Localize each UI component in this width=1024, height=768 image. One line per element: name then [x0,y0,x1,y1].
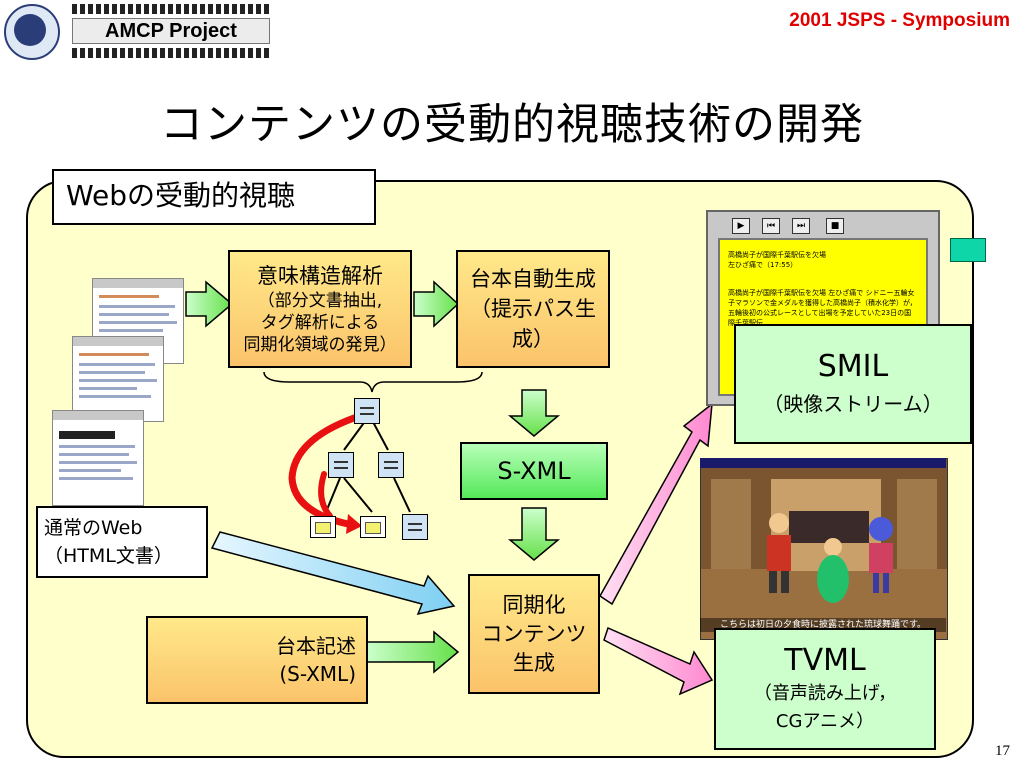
logo-emblem [14,14,46,46]
semantic-analysis-line3: 同期化領域の発見） [243,335,397,355]
banner-text: AMCP Project [72,18,270,44]
tree-node-left [328,452,354,478]
tree-node-right [378,452,404,478]
highlight-path [288,414,358,528]
logo [4,4,60,60]
rewind-icon[interactable]: ⏮ [762,218,780,234]
video-camera-icon [950,238,986,262]
script-generation-line1: 台本自動生成 [470,267,596,291]
web-page-thumbnail-2 [72,336,164,422]
screen-subline: 左ひざ痛で（17:55） [728,261,798,269]
semantic-analysis-box: 意味構造解析 （部分文書抽出, タグ解析による 同期化領域の発見） [228,250,412,368]
tvml-title: TVML [784,643,866,678]
arrow-generation-to-sxml [507,389,561,437]
tvml-scene-illustration [701,459,947,639]
grouping-brace [263,371,483,393]
tvml-scene [700,458,948,640]
script-description-box: 台本記述 (S-XML) [146,616,368,704]
sync-content-line1: 同期化 [502,592,566,617]
sxml-box: S-XML [460,442,608,500]
sync-content-line2: コンテンツ [481,621,587,646]
smil-box: SMIL （映像ストリーム） [734,324,972,444]
sync-content-line3: 生成 [513,650,555,675]
script-description-line1: 台本記述 [276,634,356,658]
tvml-line2: （音声読み上げ， [753,683,897,704]
normal-web-box: 通常のWeb （HTML文書） [36,506,208,578]
semantic-analysis-line1: （部分文書抽出, [257,291,383,311]
smil-title: SMIL [817,349,889,384]
forward-icon[interactable]: ⏭ [792,218,810,234]
slide-title: コンテンツの受動的視聴技術の開発 [160,100,864,150]
arrow-script-to-sync [365,630,460,674]
tvml-box: TVML （音声読み上げ， CGアニメ） [714,628,936,750]
arrow-sync-to-smil [599,402,713,606]
panel-label: Webの受動的視聴 [52,169,376,225]
scene-title-bar [700,458,946,468]
tvml-line3: CGアニメ） [775,711,875,732]
normal-web-line1: 通常のWeb [44,517,143,539]
arrow-analysis-to-generation [413,280,460,328]
arrow-pages-to-analysis [185,280,234,328]
sxml-label: S-XML [497,457,571,485]
tree-leaf-2 [360,516,386,538]
tree-leaf-1 [310,516,336,538]
sync-content-box: 同期化 コンテンツ 生成 [468,574,600,694]
web-page-thumbnail-3 [52,410,144,506]
screen-body: 高橋尚子が国際千葉駅伝を欠場 左ひざ痛で シドニー五輪女子マラソンで金メダルを獲… [728,289,917,327]
tree-leaf-3 [402,514,428,540]
semantic-analysis-line2: タグ解析による [260,313,380,333]
normal-web-line2: （HTML文書） [44,545,173,567]
play-icon[interactable]: ▶ [732,218,750,234]
script-generation-box: 台本自動生成 （提示パス生成） [456,250,610,368]
smil-subtitle: （映像ストリーム） [763,392,943,416]
screen-headline: 高橋尚子が国際千葉駅伝を欠場 [728,251,826,259]
semantic-analysis-title: 意味構造解析 [257,264,383,288]
tree-node-root [354,398,380,424]
arrow-sync-to-tvml [603,626,714,696]
script-generation-line2: （提示パス生成） [470,297,596,351]
event-name: 2001 JSPS - Symposium [789,10,1010,31]
tree-edges [325,419,411,513]
script-description-line2: (S-XML) [279,662,356,686]
arrow-web-to-sync [210,531,456,616]
arrow-sxml-to-sync [507,507,561,561]
slide-number: 17 [995,743,1010,759]
project-banner: AMCP Project [72,4,270,58]
stop-icon[interactable]: ■ [826,218,844,234]
